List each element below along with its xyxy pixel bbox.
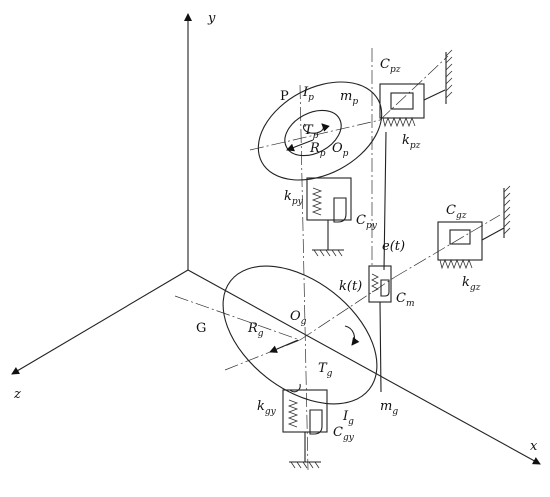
gear-y-support bbox=[282, 389, 328, 469]
gear-mass-label: mg bbox=[380, 399, 398, 417]
gear-z-ground-hatch bbox=[503, 185, 511, 235]
kpz-label: kpz bbox=[402, 133, 421, 151]
gear-center-label: Og bbox=[290, 309, 307, 327]
kgy-spring bbox=[287, 399, 299, 428]
gear-torque-arc bbox=[289, 383, 301, 393]
mesh-lower-link bbox=[379, 301, 382, 393]
cgy-damper bbox=[309, 409, 323, 435]
pinion-name-label: P bbox=[280, 89, 289, 104]
kgz-spring bbox=[439, 258, 473, 270]
center-lines bbox=[174, 48, 501, 471]
mesh-stiffness-label: k(t) bbox=[339, 279, 362, 294]
mesh-block bbox=[368, 265, 392, 303]
mesh-element bbox=[368, 265, 392, 393]
pinion-radius-label: Rp bbox=[309, 141, 326, 159]
cpy-block bbox=[306, 177, 352, 221]
z-axis-line bbox=[11, 269, 189, 375]
cpy-label: Cpy bbox=[356, 213, 378, 231]
pinion-body bbox=[257, 81, 387, 271]
cgz-damper bbox=[449, 229, 471, 245]
pinion-z-ground-hatch bbox=[445, 49, 453, 99]
gear-radius-label: Rg bbox=[247, 321, 264, 339]
pinion-y-ground-hatch bbox=[313, 249, 343, 257]
cpy-damper bbox=[333, 197, 347, 223]
gear-ellipse bbox=[222, 265, 378, 405]
mesh-damping-label: Cm bbox=[396, 291, 415, 309]
gear-torque-arrow bbox=[344, 325, 360, 346]
pinion-outer-ellipse bbox=[257, 81, 383, 181]
gear-torque-label: Tg bbox=[318, 361, 333, 379]
cgz-block bbox=[437, 221, 483, 261]
x-axis-line bbox=[187, 269, 541, 465]
y-axis-label: y bbox=[207, 11, 216, 26]
pinion-radius-arrow bbox=[286, 139, 314, 152]
cpz-damper bbox=[390, 92, 414, 110]
cpz-block bbox=[379, 83, 425, 119]
gear-z-support bbox=[437, 185, 511, 270]
gear-radius-arrow bbox=[269, 339, 299, 353]
cgy-label: Cgy bbox=[333, 425, 355, 443]
kgz-label: kgz bbox=[462, 275, 481, 293]
gear-inertia-label: Ig bbox=[342, 409, 354, 427]
mesh-spring bbox=[371, 273, 379, 293]
pinion-z-support bbox=[379, 49, 453, 128]
x-axis-label: x bbox=[530, 439, 538, 454]
pinion-inertia-label: Ip bbox=[302, 85, 314, 103]
mesh-damper bbox=[380, 279, 390, 297]
cgy-block bbox=[282, 389, 328, 433]
pinion-y-support bbox=[306, 177, 352, 257]
kpy-spring bbox=[311, 187, 323, 216]
pinion-mass-label: mp bbox=[340, 89, 358, 107]
gear-name-label: G bbox=[196, 321, 206, 336]
kpz-spring bbox=[382, 116, 416, 128]
cgz-label: Cgz bbox=[446, 203, 467, 221]
gear-y-ground-hatch bbox=[290, 461, 320, 469]
z-axis-label: z bbox=[13, 387, 21, 402]
pinion-torque-arrow bbox=[302, 123, 330, 134]
pinion-tangent-line bbox=[383, 131, 387, 271]
kpy-label: kpy bbox=[284, 189, 304, 207]
gear-z-link bbox=[481, 227, 505, 241]
pinion-torque-label: Tp bbox=[304, 123, 319, 141]
gear-body bbox=[222, 265, 378, 405]
mesh-error-label: e(t) bbox=[382, 239, 405, 254]
coordinate-axes bbox=[11, 13, 541, 465]
pinion-center-label: Op bbox=[332, 141, 349, 159]
cpz-label: Cpz bbox=[380, 57, 401, 75]
kgy-label: kgy bbox=[257, 399, 277, 417]
pinion-z-link bbox=[423, 89, 446, 101]
